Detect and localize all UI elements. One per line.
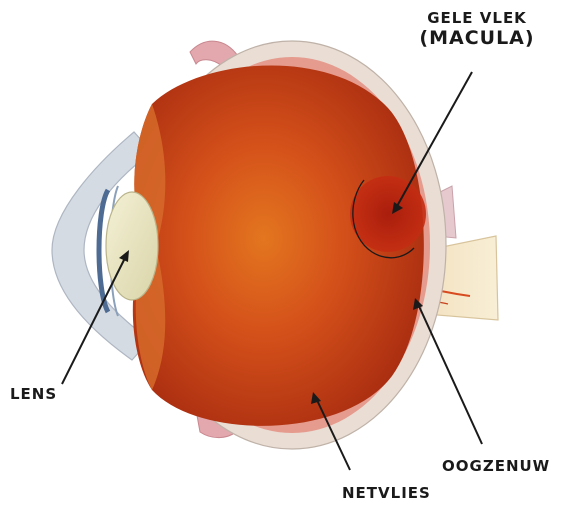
lens-label: LENS	[10, 384, 57, 404]
macula-spot	[350, 176, 426, 252]
optic-nerve-pointer	[418, 304, 482, 444]
macula-label-line2: (MACULA)	[418, 28, 536, 48]
macula-label: GELE VLEK (MACULA)	[418, 8, 536, 48]
lens-shape	[106, 192, 158, 300]
retina-label: NETVLIES	[342, 483, 431, 503]
optic-nerve-label: OOGZENUW	[442, 456, 550, 476]
macula-label-line1: GELE VLEK	[418, 8, 536, 28]
